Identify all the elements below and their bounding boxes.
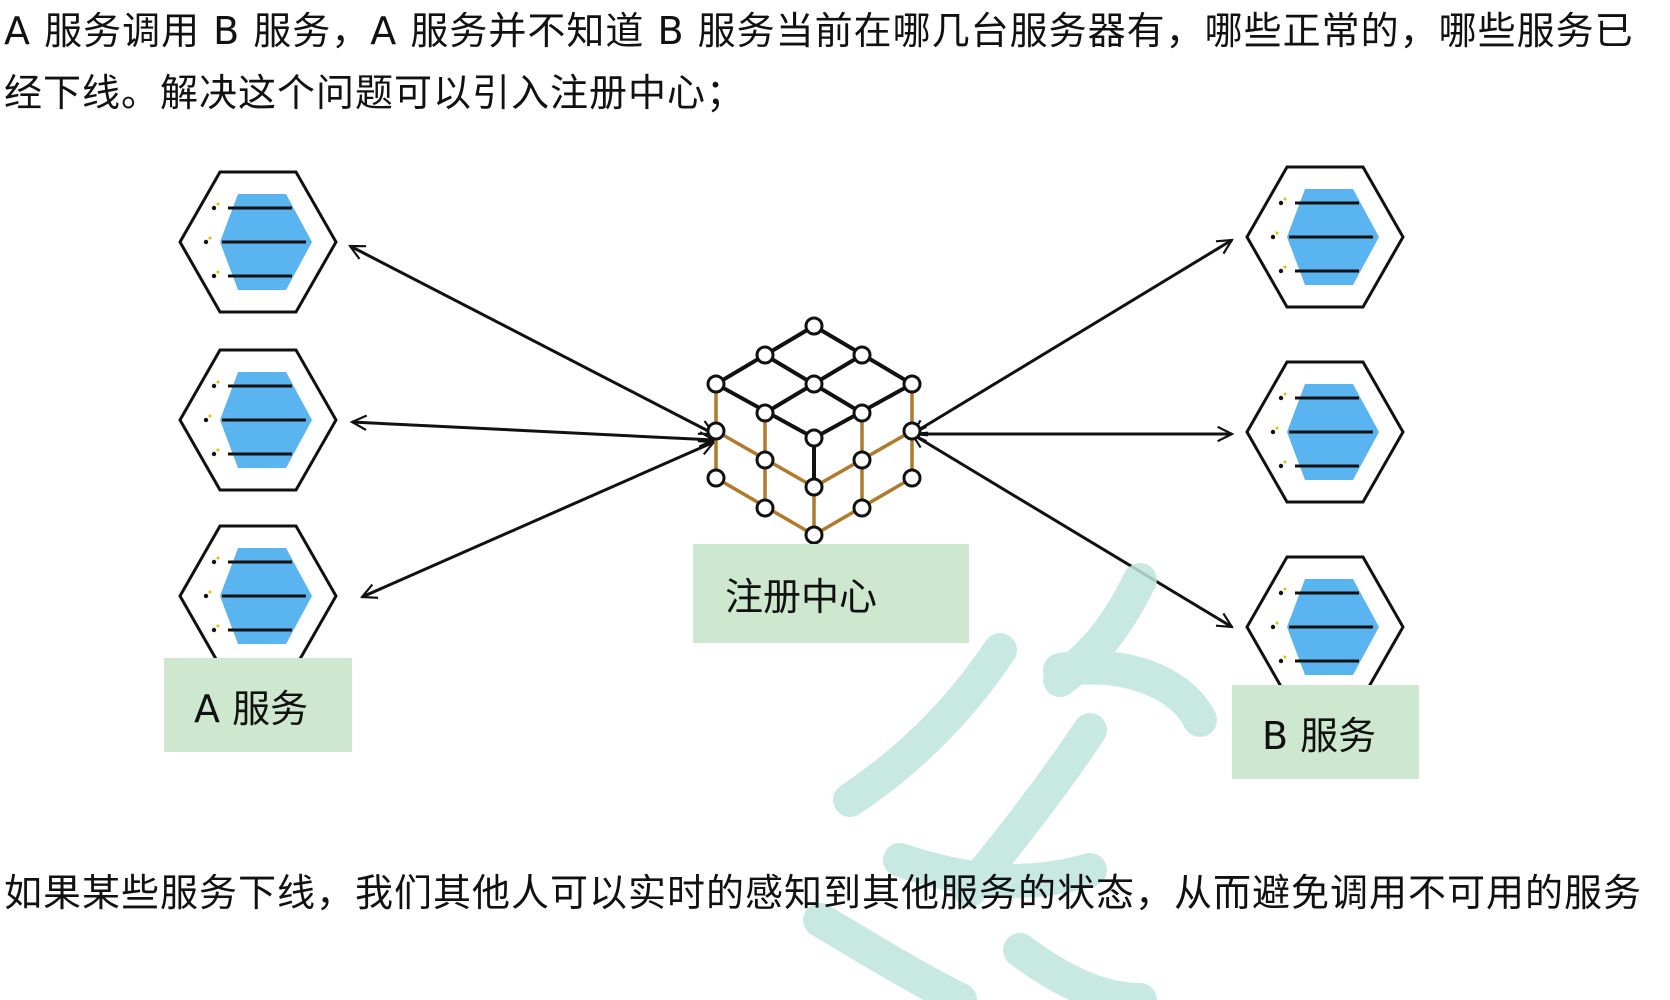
service-b-node-3 (1245, 555, 1405, 699)
connection-arrows (350, 238, 1232, 629)
arrow-a1 (350, 244, 714, 436)
service-a-node-1 (178, 170, 338, 314)
registry-label: 注册中心 (693, 544, 969, 643)
service-a-node-2 (178, 348, 338, 492)
arrow-b1 (912, 238, 1232, 436)
registry-cube-icon (706, 316, 922, 545)
conclusion-paragraph: 如果某些服务下线，我们其他人可以实时的感知到其他服务的状态，从而避免调用不可用的… (4, 871, 1643, 915)
service-b-node-1 (1245, 165, 1405, 309)
service-b-node-2 (1245, 360, 1405, 504)
arrow-b3 (912, 432, 1232, 629)
service-a-node-3 (178, 524, 338, 668)
service-a-label: A 服务 (164, 658, 352, 752)
arrow-a3 (362, 442, 714, 597)
service-b-label: B 服务 (1232, 685, 1419, 779)
arrow-a2 (352, 422, 714, 440)
intro-paragraph: A 服务调用 B 服务，A 服务并不知道 B 服务当前在哪几台服务器有，哪些正常… (4, 9, 1634, 115)
